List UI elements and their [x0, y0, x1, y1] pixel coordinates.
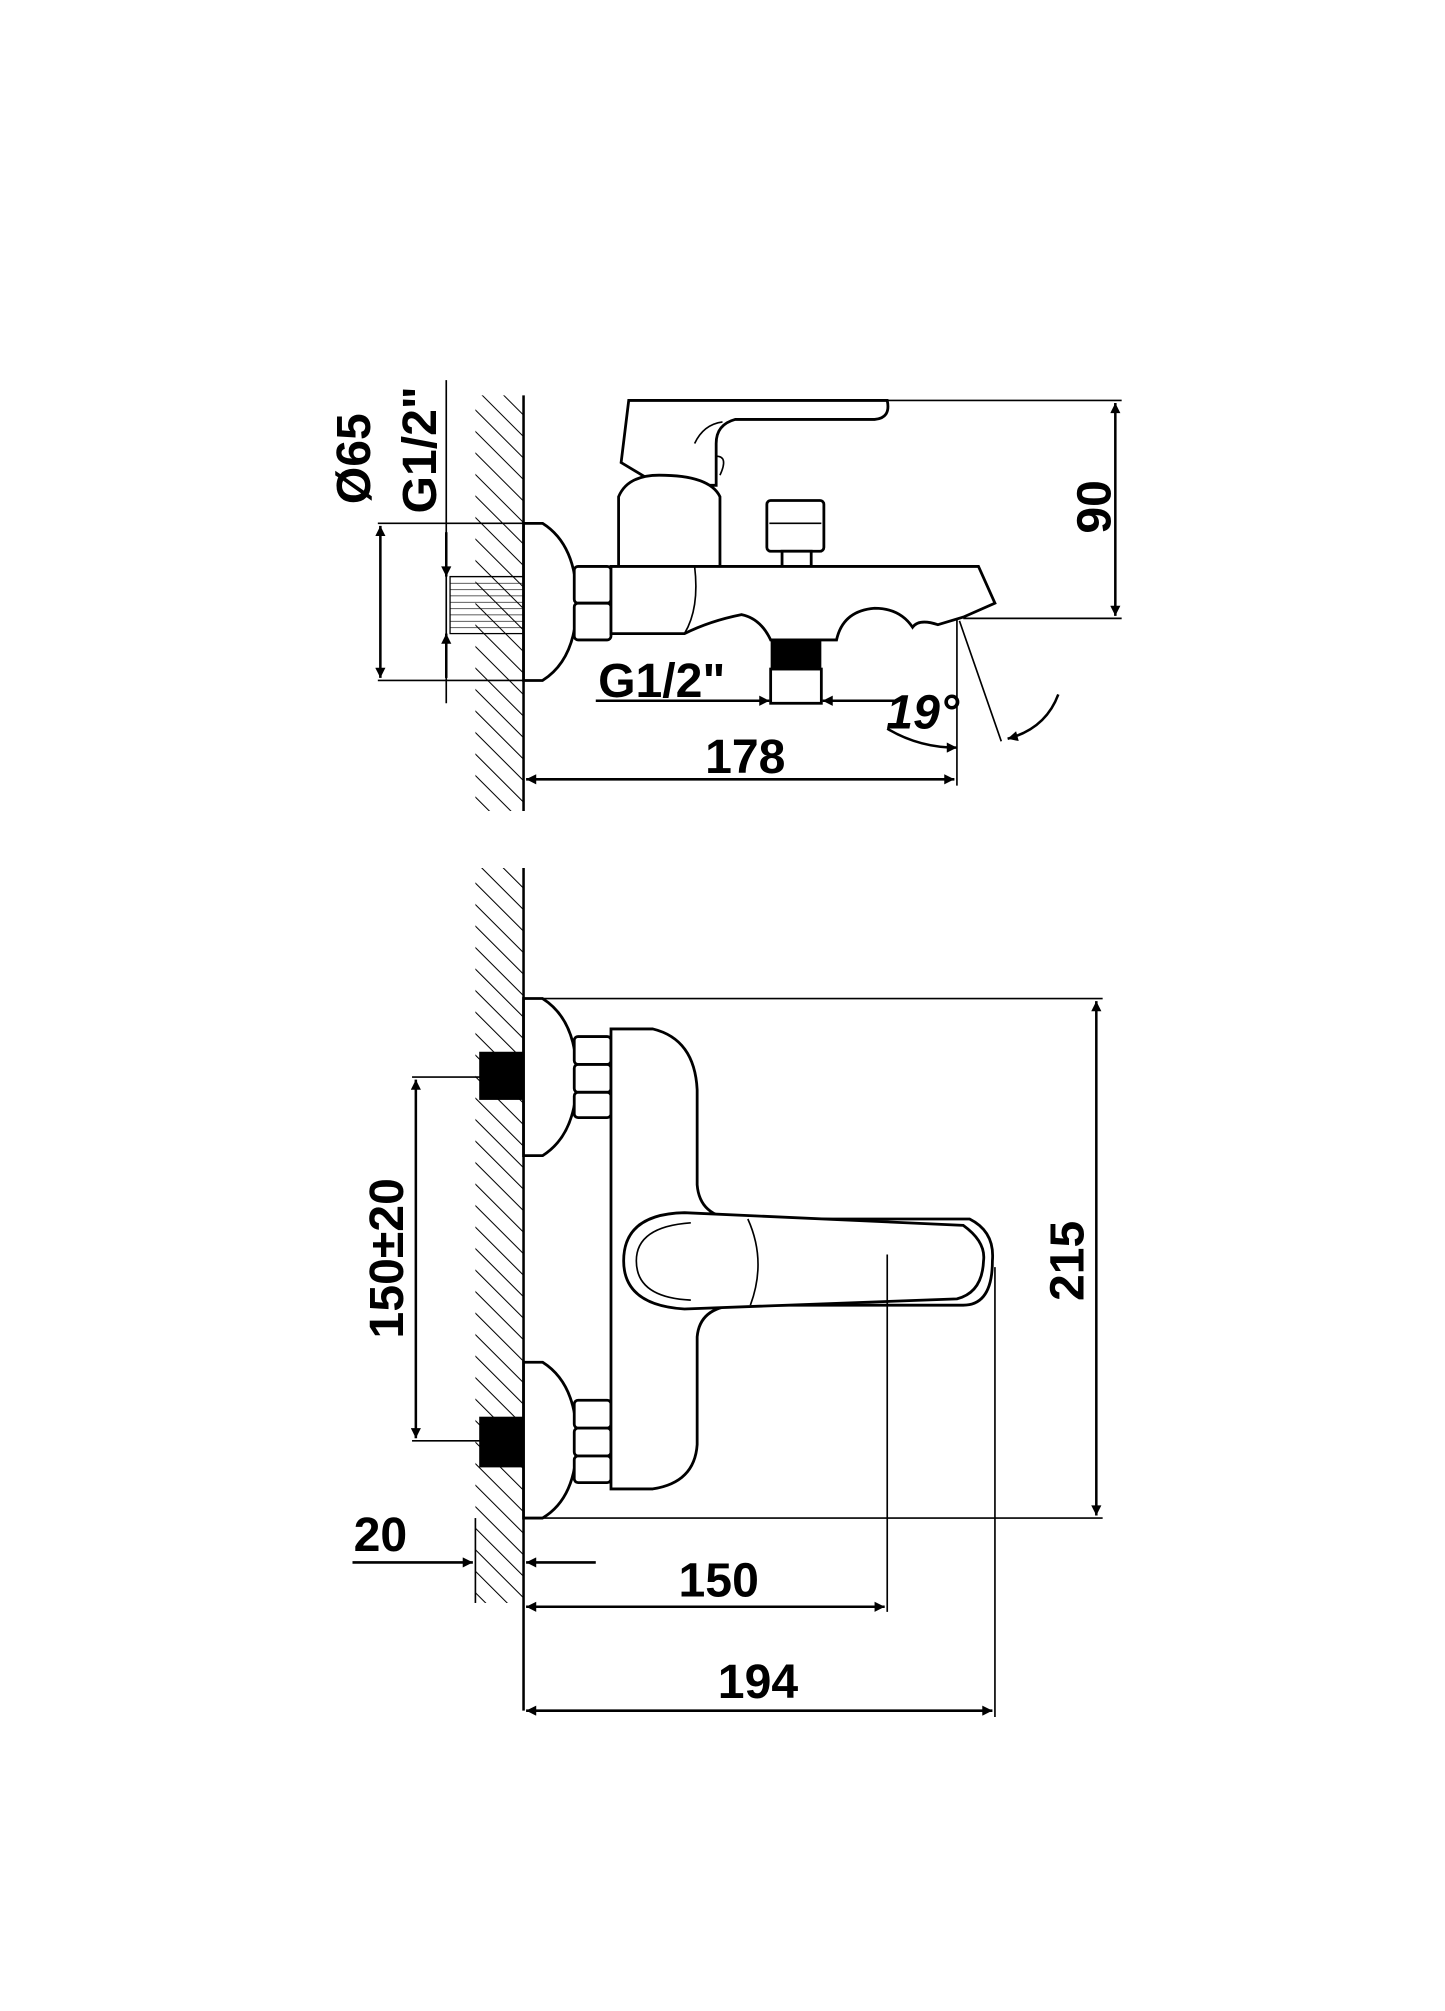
outlet-thread-label: G1/2" [598, 654, 725, 708]
inlet-thread [449, 575, 525, 635]
inlet-thread-lower [479, 1416, 524, 1468]
escutcheon-lower [522, 1360, 579, 1520]
outlet-pipe [769, 667, 823, 705]
cartridge-housing [617, 473, 722, 568]
inlet-thread-upper [479, 1051, 524, 1100]
hex-nut [572, 601, 613, 642]
dimension-150: 150 [679, 1554, 759, 1608]
hex-nut-lower [572, 1426, 613, 1458]
front-view: 215 150±20 20 150 194 [352, 868, 1103, 1718]
hex-nut-upper [572, 1063, 613, 1094]
diverter-knob [765, 499, 826, 553]
hex-nut [572, 565, 613, 605]
handle-lever-front [622, 1211, 986, 1311]
dimension-178: 178 [705, 730, 785, 784]
handle-detail [693, 421, 725, 476]
escutcheon [522, 521, 579, 682]
spout-angle-line [958, 620, 1003, 742]
dimension-20: 20 [354, 1508, 408, 1562]
inlet-thread-label: G1/2" [393, 386, 447, 513]
wall-hatch [475, 868, 524, 1603]
dimension-diameter-65: Ø65 [327, 413, 381, 504]
mixer-body [609, 565, 997, 642]
dimension-90: 90 [1067, 480, 1121, 534]
escutcheon-upper [522, 997, 579, 1158]
dimension-150-20: 150±20 [360, 1178, 414, 1338]
angle-arc [886, 727, 957, 753]
handle-lever [619, 399, 890, 487]
diverter-stem [780, 549, 813, 568]
dimension-215: 215 [1041, 1221, 1095, 1301]
dimension-194: 194 [718, 1655, 799, 1709]
side-view: 90 Ø65 G1/2" G1/2" 19° 178 [327, 380, 1122, 811]
outlet-thread [770, 639, 822, 670]
spout-angle-label: 19° [886, 686, 960, 740]
